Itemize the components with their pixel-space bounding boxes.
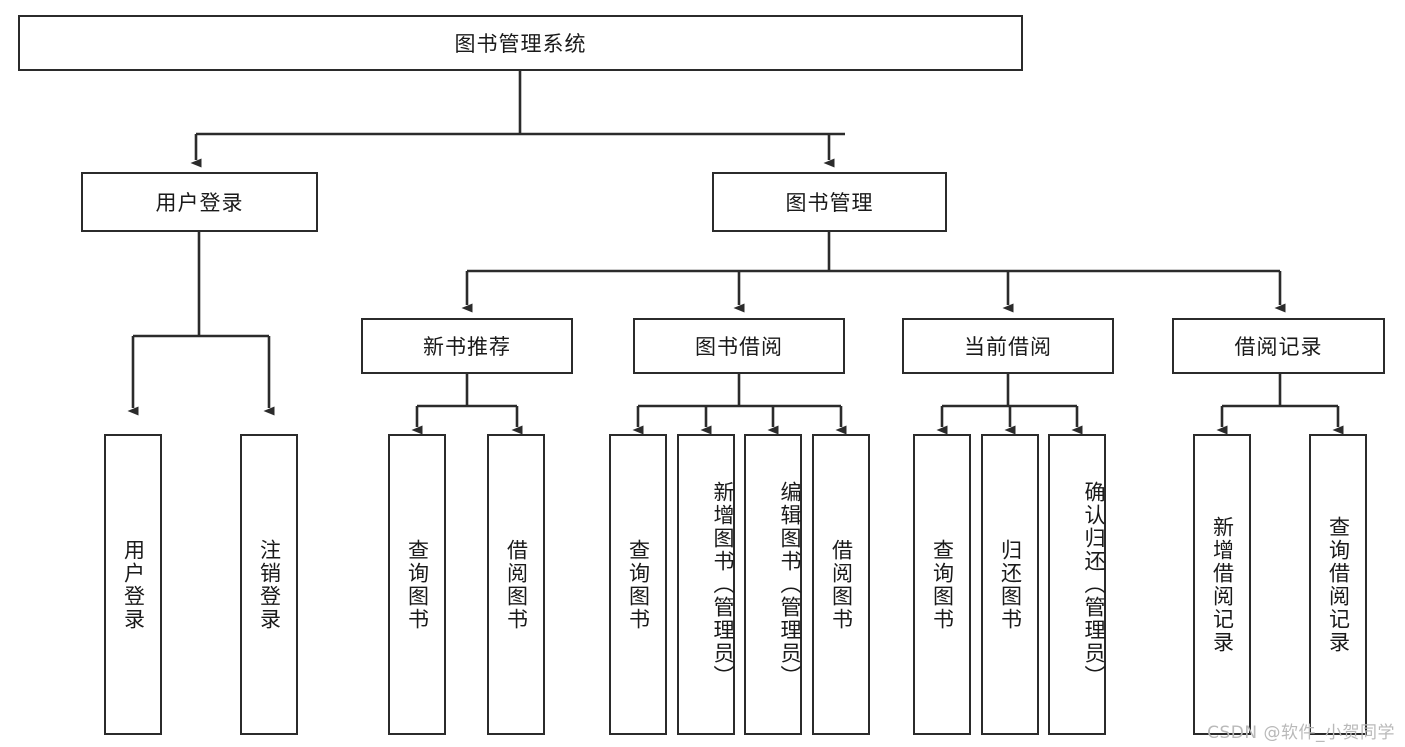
node-user-login[interactable]: 用户登录 (81, 172, 318, 232)
node-borrow-record[interactable]: 借阅记录 (1172, 318, 1385, 374)
node-root-system[interactable]: 图书管理系统 (18, 15, 1023, 71)
leaf-query-book-recommend[interactable]: 查询图书 (388, 434, 446, 735)
leaf-borrow-book[interactable]: 借阅图书 (812, 434, 870, 735)
leaf-borrow-book-recommend[interactable]: 借阅图书 (487, 434, 545, 735)
leaf-confirm-return-admin[interactable]: 确认归还（管理员） (1048, 434, 1106, 735)
node-new-book-recommend[interactable]: 新书推荐 (361, 318, 573, 374)
leaf-logout-login[interactable]: 注销登录 (240, 434, 298, 735)
leaf-edit-book-admin[interactable]: 编辑图书（管理员） (744, 434, 802, 735)
node-book-borrow[interactable]: 图书借阅 (633, 318, 845, 374)
leaf-query-book-borrow[interactable]: 查询图书 (609, 434, 667, 735)
leaf-query-book-current[interactable]: 查询图书 (913, 434, 971, 735)
leaf-add-borrow-record[interactable]: 新增借阅记录 (1193, 434, 1251, 735)
leaf-user-login[interactable]: 用户登录 (104, 434, 162, 735)
node-book-management[interactable]: 图书管理 (712, 172, 947, 232)
leaf-query-borrow-record[interactable]: 查询借阅记录 (1309, 434, 1367, 735)
node-current-borrow[interactable]: 当前借阅 (902, 318, 1114, 374)
csdn-watermark: CSDN @软件_小贺同学 (1207, 723, 1395, 743)
leaf-return-book[interactable]: 归还图书 (981, 434, 1039, 735)
leaf-add-book-admin[interactable]: 新增图书（管理员） (677, 434, 735, 735)
